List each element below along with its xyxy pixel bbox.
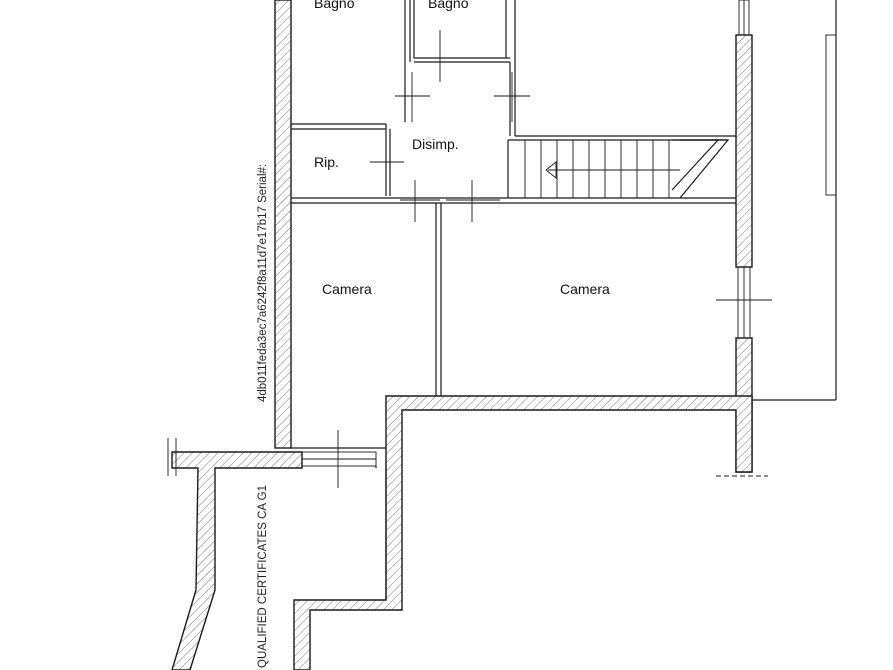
room-label-bagno-2: Bagno (428, 0, 469, 11)
room-label-camera-2: Camera (560, 281, 610, 297)
staircase (507, 139, 730, 199)
wall-lower-steps (293, 395, 753, 670)
wall-right-main (735, 34, 753, 268)
room-label-bagno-1: Bagno (314, 0, 355, 11)
room-label-ripostiglio: Rip. (314, 154, 339, 170)
room-label-disimpegno: Disimp. (412, 136, 459, 152)
wall-left-main (274, 0, 292, 449)
exterior-window (825, 34, 837, 196)
stamp-issuer: QUALIFIED CERTIFICATES CA G1 (257, 485, 269, 668)
stamp-serial: 4db011feda3ec7a6242f8a11d7e17b17 Serial#… (257, 164, 269, 402)
wall-lower-left (171, 451, 303, 670)
room-label-camera-1: Camera (322, 281, 372, 297)
